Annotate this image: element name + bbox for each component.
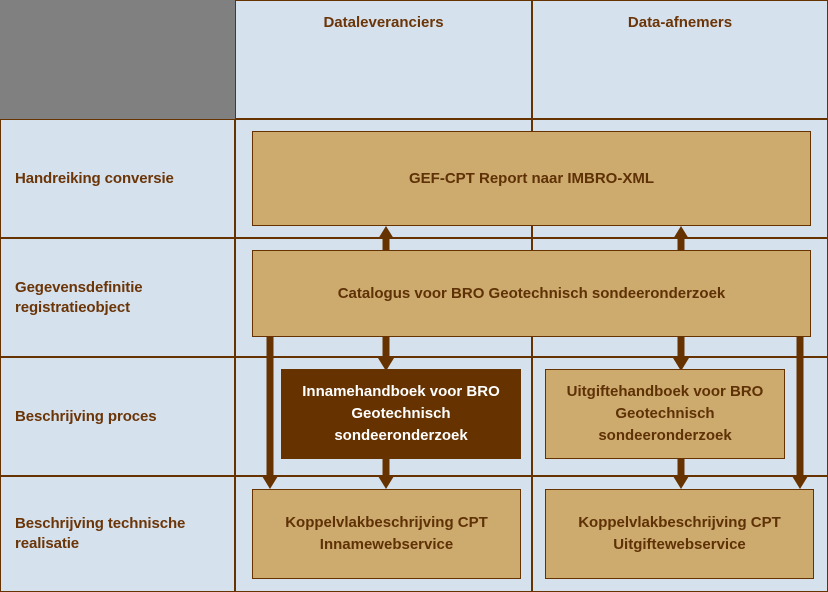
box-gef-cpt-report-label: GEF-CPT Report naar IMBRO-XML [408,169,654,187]
arrow-innamehandboek-to-koppelvlak-inname [378,459,394,489]
box-koppelvlak-inname[interactable]: Koppelvlakbeschrijving CPT Innamewebserv… [252,489,521,579]
arrow-catalogus-to-koppelvlak-uitgifte-bypass [792,337,808,489]
arrow-catalogus-to-gef-cpt-left [378,226,394,258]
row-label-beschrijving-proces: Beschrijving proces [15,407,157,425]
row-label-gegevensdefinitie: Gegevensdefinitie registratieobject [15,278,143,316]
box-catalogus-label: Catalogus voor BRO Geotechnisch sondeero… [337,284,726,302]
arrow-catalogus-to-gef-cpt-right [673,226,689,258]
arrow-catalogus-to-innamehandboek [378,337,394,371]
column-header-dataleveranciers-label: Dataleveranciers [323,14,444,31]
box-catalogus[interactable]: Catalogus voor BRO Geotechnisch sondeero… [252,250,811,337]
row-label-cell-beschrijving-proces: Beschrijving proces [0,357,235,476]
box-uitgiftehandboek-label: Uitgiftehandboek voor BRO Geotechnisch s… [566,383,764,444]
row-label-cell-gegevensdefinitie: Gegevensdefinitie registratieobject [0,238,235,357]
column-header-data-afnemers-label: Data-afnemers [627,14,733,31]
box-koppelvlak-uitgifte-label: Koppelvlakbeschrijving CPT Uitgiftewebse… [578,514,781,553]
box-uitgiftehandboek[interactable]: Uitgiftehandboek voor BRO Geotechnisch s… [545,369,785,459]
arrow-catalogus-to-uitgiftehandboek [673,337,689,371]
row-label-handreiking-conversie: Handreiking conversie [15,169,174,187]
column-header-data-afnemers: Data-afnemers [532,0,828,119]
box-koppelvlak-inname-label: Koppelvlakbeschrijving CPT Innamewebserv… [285,514,488,553]
box-innamehandboek[interactable]: Innamehandboek voor BRO Geotechnisch son… [281,369,521,459]
row-label-cell-technische-realisatie: Beschrijving technische realisatie [0,476,235,592]
header-corner-block [0,0,235,119]
box-gef-cpt-report[interactable]: GEF-CPT Report naar IMBRO-XML [252,131,811,226]
row-label-technische-realisatie: Beschrijving technische realisatie [15,514,186,552]
box-innamehandboek-label: Innamehandboek voor BRO Geotechnisch son… [302,383,500,444]
row-label-cell-handreiking-conversie: Handreiking conversie [0,119,235,238]
arrow-uitgiftehandboek-to-koppelvlak-uitgifte [673,459,689,489]
arrow-catalogus-to-koppelvlak-inname-bypass [262,337,278,489]
column-header-dataleveranciers: Dataleveranciers [235,0,532,119]
box-koppelvlak-uitgifte[interactable]: Koppelvlakbeschrijving CPT Uitgiftewebse… [545,489,814,579]
